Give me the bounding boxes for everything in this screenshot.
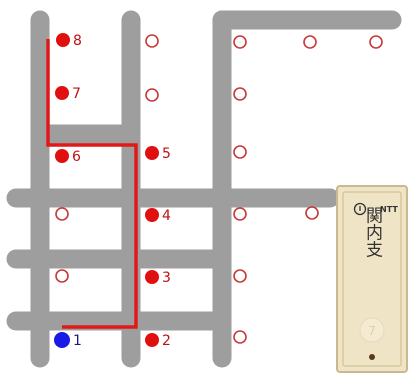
hollow-node — [55, 207, 69, 221]
node-3 — [145, 270, 159, 284]
plate-badge — [359, 317, 385, 343]
road-network — [6, 10, 402, 368]
route-line — [46, 39, 138, 329]
start-node-label: 1 — [73, 333, 82, 349]
node-labels: 8 7 6 5 4 3 2 1 — [72, 33, 171, 349]
hollow-node — [233, 87, 247, 101]
hollow-node — [233, 269, 247, 283]
hollow-node — [233, 145, 247, 159]
node-label-2: 2 — [162, 333, 171, 349]
hollow-node — [233, 207, 247, 221]
node-5 — [145, 146, 159, 160]
plate-outer — [336, 185, 408, 373]
numbered-nodes — [54, 33, 159, 348]
phone-handset-icon — [353, 202, 367, 216]
hollow-node — [369, 35, 383, 49]
node-2 — [145, 333, 159, 347]
hollow-node — [55, 269, 69, 283]
node-6 — [55, 149, 69, 163]
hollow-node — [145, 88, 159, 102]
node-label-7: 7 — [72, 86, 81, 102]
node-label-6: 6 — [72, 149, 81, 165]
plate-company: NTT — [380, 205, 398, 214]
hollow-node — [145, 34, 159, 48]
node-4 — [145, 208, 159, 222]
hollow-nodes — [55, 34, 383, 344]
node-7 — [55, 86, 69, 100]
hollow-node — [233, 330, 247, 344]
node-label-5: 5 — [162, 146, 171, 162]
node-label-3: 3 — [162, 270, 171, 286]
hollow-node — [305, 206, 319, 220]
start-node — [54, 332, 70, 348]
hollow-node — [303, 35, 317, 49]
hollow-node — [233, 35, 247, 49]
plate-badge-number: 7 — [368, 324, 376, 338]
plate-inner — [342, 191, 402, 367]
pole-plate: NTT 関内支 7 — [336, 185, 408, 373]
node-8 — [56, 33, 70, 47]
node-label-8: 8 — [73, 33, 82, 49]
node-label-4: 4 — [162, 208, 171, 224]
plate-bolt — [369, 354, 375, 360]
plate-name: 関内支 — [362, 207, 383, 258]
